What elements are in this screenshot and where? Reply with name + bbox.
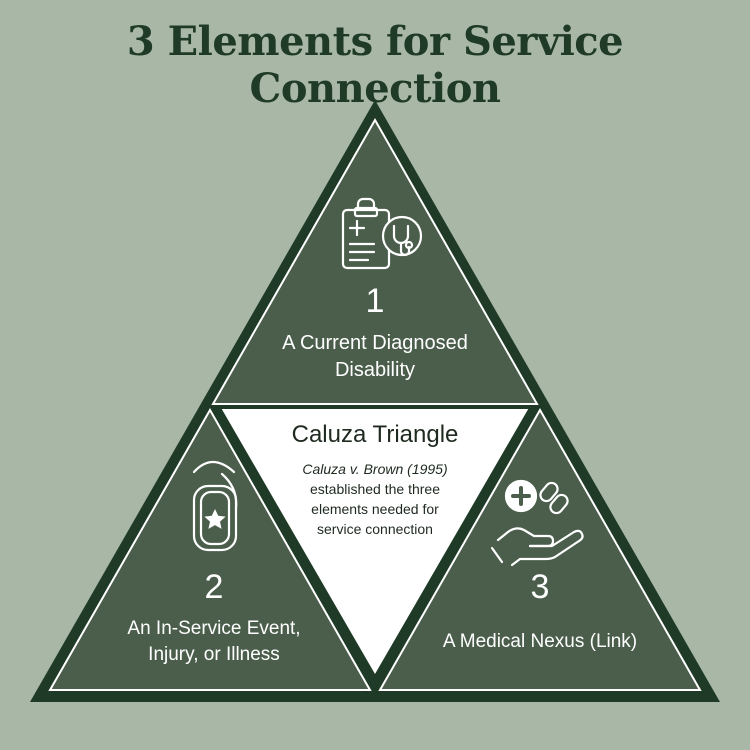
section-2-label-line1: An In-Service Event, [127, 618, 300, 639]
center-title: Caluza Triangle [292, 421, 459, 448]
center-description-line1: established the three [310, 481, 440, 497]
panel-top [211, 117, 539, 405]
section-1-number: 1 [366, 282, 385, 320]
clipboard-stethoscope-icon [341, 197, 423, 270]
center-triangle [218, 407, 532, 678]
center-description-line2: elements needed for [311, 501, 439, 517]
center-description-line3: service connection [317, 521, 433, 537]
center-case-citation: Caluza v. Brown (1995) [302, 461, 447, 477]
page-title: 3 Elements for Service Connection [126, 18, 624, 112]
section-1-label-line2: Disability [335, 359, 415, 381]
section-3-number: 3 [531, 568, 550, 606]
section-2-label-line2: Injury, or Illness [148, 644, 280, 665]
section-1-label-line1: A Current Diagnosed [282, 332, 468, 354]
hand-medical-link-icon [490, 479, 584, 567]
panel-bottom-right [378, 407, 702, 691]
section-3-label-line1: A Medical Nexus (Link) [443, 631, 637, 652]
dog-tag-star-icon [192, 460, 238, 552]
section-2-number: 2 [205, 568, 224, 606]
